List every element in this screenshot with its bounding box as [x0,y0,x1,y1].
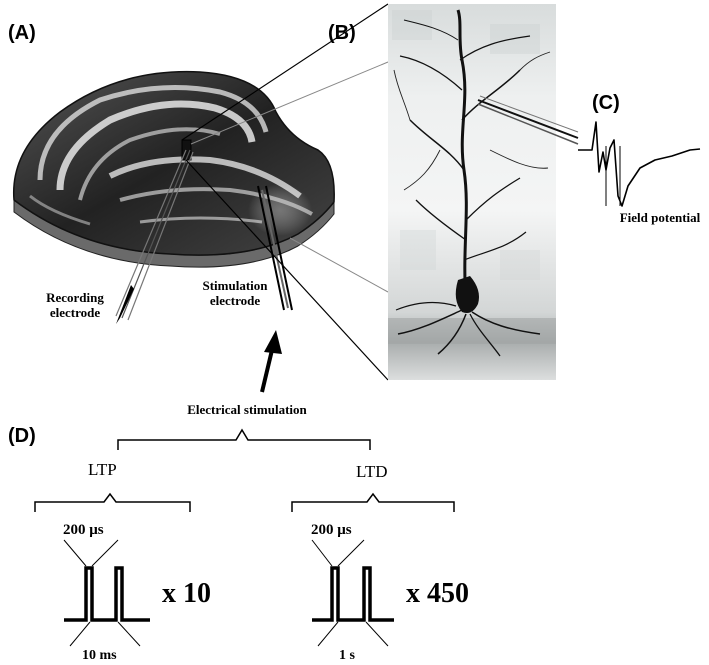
ltp-interval-label: 10 ms [82,648,117,663]
panel-label-b: (B) [328,22,356,44]
ltd-pulse-train [312,566,394,622]
ltd-interval-label: 1 s [339,648,355,663]
field-potential-label: Field potential [619,210,701,225]
electrical-stimulation-label: Electrical stimulation [187,402,307,417]
ltd-brace [291,492,455,512]
recording-electrode-label: Recording electrode [30,290,120,320]
ltp-label: LTP [88,460,117,479]
pyramidal-neuron-micrograph [388,4,579,380]
stimulation-electrode-label: Stimulation electrode [190,278,280,308]
stimulation-label-line2: electrode [209,293,261,308]
ltd-pulse-width-label: 200 μs [311,522,352,538]
recording-label-line2: electrode [49,305,101,320]
ltd-protocol [291,492,455,647]
ltp-pulse-width-label: 200 μs [63,522,104,538]
ltp-pulse-train [64,566,150,622]
ltp-protocol [34,492,191,647]
ltd-label: LTD [356,462,388,481]
ltp-brace [34,492,191,512]
hippocampal-slice [12,70,335,268]
recording-electrode [115,149,194,324]
panel-label-a: (A) [8,22,36,44]
stimulation-brace [117,428,371,450]
stimulation-electrode [257,185,293,311]
zoom-lines [181,3,389,381]
ltd-repeat-label: x 450 [406,578,469,609]
stimulation-label-line1: Stimulation [202,278,268,293]
recording-label-line1: Recording [46,290,104,305]
stimulation-arrow [260,330,282,393]
field-potential-trace [578,121,701,207]
panel-label-c: (C) [592,92,620,114]
panel-label-d: (D) [8,425,36,447]
ltp-repeat-label: x 10 [162,578,211,609]
